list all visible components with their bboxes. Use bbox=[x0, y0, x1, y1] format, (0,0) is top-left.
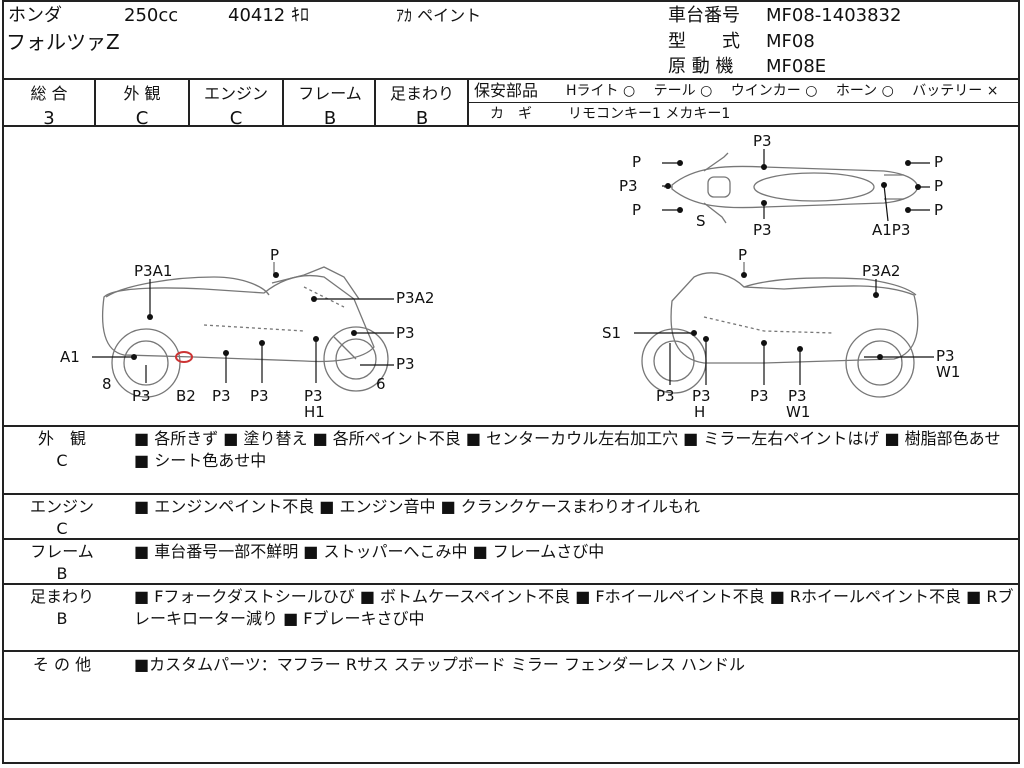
svg-text:P3: P3 bbox=[753, 132, 772, 150]
svg-text:P3: P3 bbox=[753, 221, 772, 239]
rust-mark bbox=[175, 351, 193, 363]
svg-text:P: P bbox=[738, 246, 747, 264]
svg-text:P3: P3 bbox=[750, 387, 769, 405]
engine-value: MF08E bbox=[766, 56, 827, 77]
svg-text:H: H bbox=[694, 403, 705, 421]
divider bbox=[2, 718, 1020, 720]
svg-text:P: P bbox=[934, 177, 943, 195]
divider bbox=[2, 538, 1020, 540]
frame-no: MF08-1403832 bbox=[766, 5, 902, 26]
svg-text:W1: W1 bbox=[786, 403, 810, 421]
key-label: カ ギ bbox=[490, 106, 532, 122]
svg-text:P3: P3 bbox=[396, 355, 415, 373]
divider bbox=[2, 650, 1020, 652]
key-value: リモコンキー1 メカキー1 bbox=[568, 106, 731, 122]
svg-text:P: P bbox=[934, 153, 943, 171]
displacement: 250cc bbox=[124, 5, 179, 26]
svg-text:P3: P3 bbox=[692, 387, 711, 405]
svg-text:P: P bbox=[632, 201, 641, 219]
svg-text:P3: P3 bbox=[250, 387, 269, 405]
section-suspension-text: ■ Fフォークダストシールひび ■ ボトムケースペイント不良 ■ Fホイールペイ… bbox=[134, 587, 1014, 628]
section-frame-text: ■ 車台番号一部不鮮明 ■ ストッパーへこみ中 ■ フレームさび中 bbox=[134, 542, 605, 561]
svg-text:H1: H1 bbox=[304, 403, 325, 421]
svg-text:P3A2: P3A2 bbox=[862, 262, 900, 280]
svg-text:P: P bbox=[632, 153, 641, 171]
svg-text:P3: P3 bbox=[396, 324, 415, 342]
safety-label: 保安部品 bbox=[474, 81, 539, 100]
mileage: 40412 ｷﾛ bbox=[228, 5, 309, 26]
svg-text:P: P bbox=[934, 201, 943, 219]
safety-items: Hライト ○ テール ○ ウインカー ○ ホーン ○ バッテリー × bbox=[566, 83, 999, 99]
divider bbox=[2, 583, 1020, 585]
svg-text:P3: P3 bbox=[936, 347, 955, 365]
maker: ホンダ bbox=[8, 5, 62, 26]
model-name: フォルツァZ bbox=[6, 30, 120, 54]
svg-text:W1: W1 bbox=[936, 363, 960, 381]
svg-text:P3A1: P3A1 bbox=[134, 262, 172, 280]
scooter-top-view bbox=[671, 165, 919, 209]
section-other-text: ■カスタムパーツ：マフラー Rサス ステップボード ミラー フェンダーレス ハン… bbox=[134, 655, 746, 674]
svg-text:S: S bbox=[696, 212, 706, 230]
frame-no-label: 車台番号 bbox=[668, 5, 740, 26]
divider bbox=[2, 125, 1020, 127]
divider bbox=[2, 425, 1020, 427]
svg-text:P3: P3 bbox=[304, 387, 323, 405]
svg-text:P3: P3 bbox=[656, 387, 675, 405]
svg-text:6: 6 bbox=[376, 375, 386, 393]
color: ｱｶ ペイント bbox=[396, 6, 482, 25]
damage-diagram: P3 P P3 P S P3 A1P3 P P P P P3A1 P3A2 P3… bbox=[60, 132, 960, 421]
svg-text:P3: P3 bbox=[788, 387, 807, 405]
section-other-label: そ の 他 bbox=[32, 655, 92, 674]
section-engine-text: ■ エンジンペイント不良 ■ エンジン音中 ■ クランクケースまわりオイルもれ bbox=[134, 497, 700, 516]
type-value: MF08 bbox=[766, 31, 815, 52]
svg-text:A1P3: A1P3 bbox=[872, 221, 910, 239]
svg-text:A1: A1 bbox=[60, 348, 80, 366]
svg-text:P3: P3 bbox=[619, 177, 638, 195]
scooter-left-view bbox=[101, 262, 389, 398]
svg-text:P3: P3 bbox=[132, 387, 151, 405]
svg-text:S1: S1 bbox=[602, 324, 621, 342]
section-exterior-text: ■ 各所きず ■ 塗り替え ■ 各所ペイント不良 ■ センターカウル左右加工穴 … bbox=[134, 429, 1001, 470]
divider bbox=[2, 493, 1020, 495]
type-label: 型 式 bbox=[668, 31, 740, 52]
engine-label: 原 動 機 bbox=[668, 56, 734, 77]
svg-text:P3: P3 bbox=[212, 387, 231, 405]
divider bbox=[2, 78, 1020, 80]
svg-text:B2: B2 bbox=[176, 387, 196, 405]
svg-text:8: 8 bbox=[102, 375, 112, 393]
svg-text:P: P bbox=[270, 246, 279, 264]
svg-text:P3A2: P3A2 bbox=[396, 289, 434, 307]
